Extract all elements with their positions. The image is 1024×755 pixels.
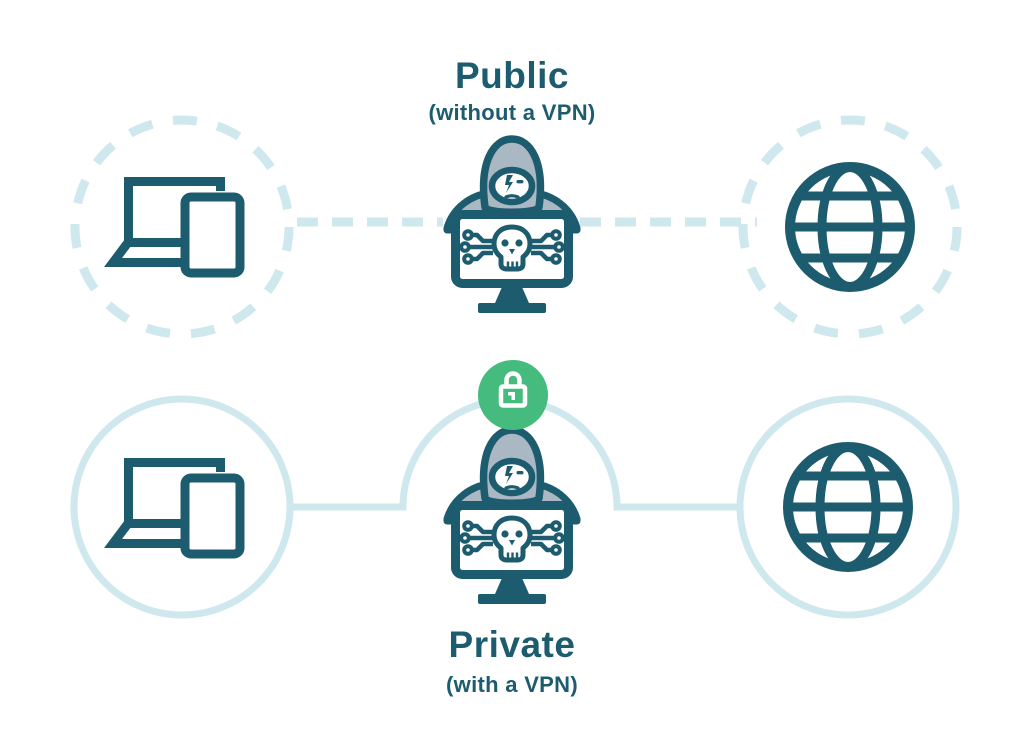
private-title: Private xyxy=(448,624,576,665)
hacker-icon xyxy=(447,139,577,313)
private-subtitle: (with a VPN) xyxy=(446,672,578,697)
lock-icon xyxy=(498,371,528,408)
solid-circle-left xyxy=(70,395,294,619)
vpn-lock-badge xyxy=(478,360,548,430)
hacker-icon xyxy=(447,430,577,604)
globe-icon xyxy=(788,447,908,567)
dashed-circle-right xyxy=(738,115,962,339)
solid-circle-right xyxy=(736,395,960,619)
devices-icon xyxy=(113,463,240,555)
private-row xyxy=(70,395,960,619)
devices-icon xyxy=(113,182,240,274)
globe-icon xyxy=(790,167,910,287)
public-subtitle: (without a VPN) xyxy=(428,100,596,125)
dashed-circle-left xyxy=(70,115,294,339)
public-title: Public xyxy=(454,55,570,96)
public-row xyxy=(70,115,962,339)
